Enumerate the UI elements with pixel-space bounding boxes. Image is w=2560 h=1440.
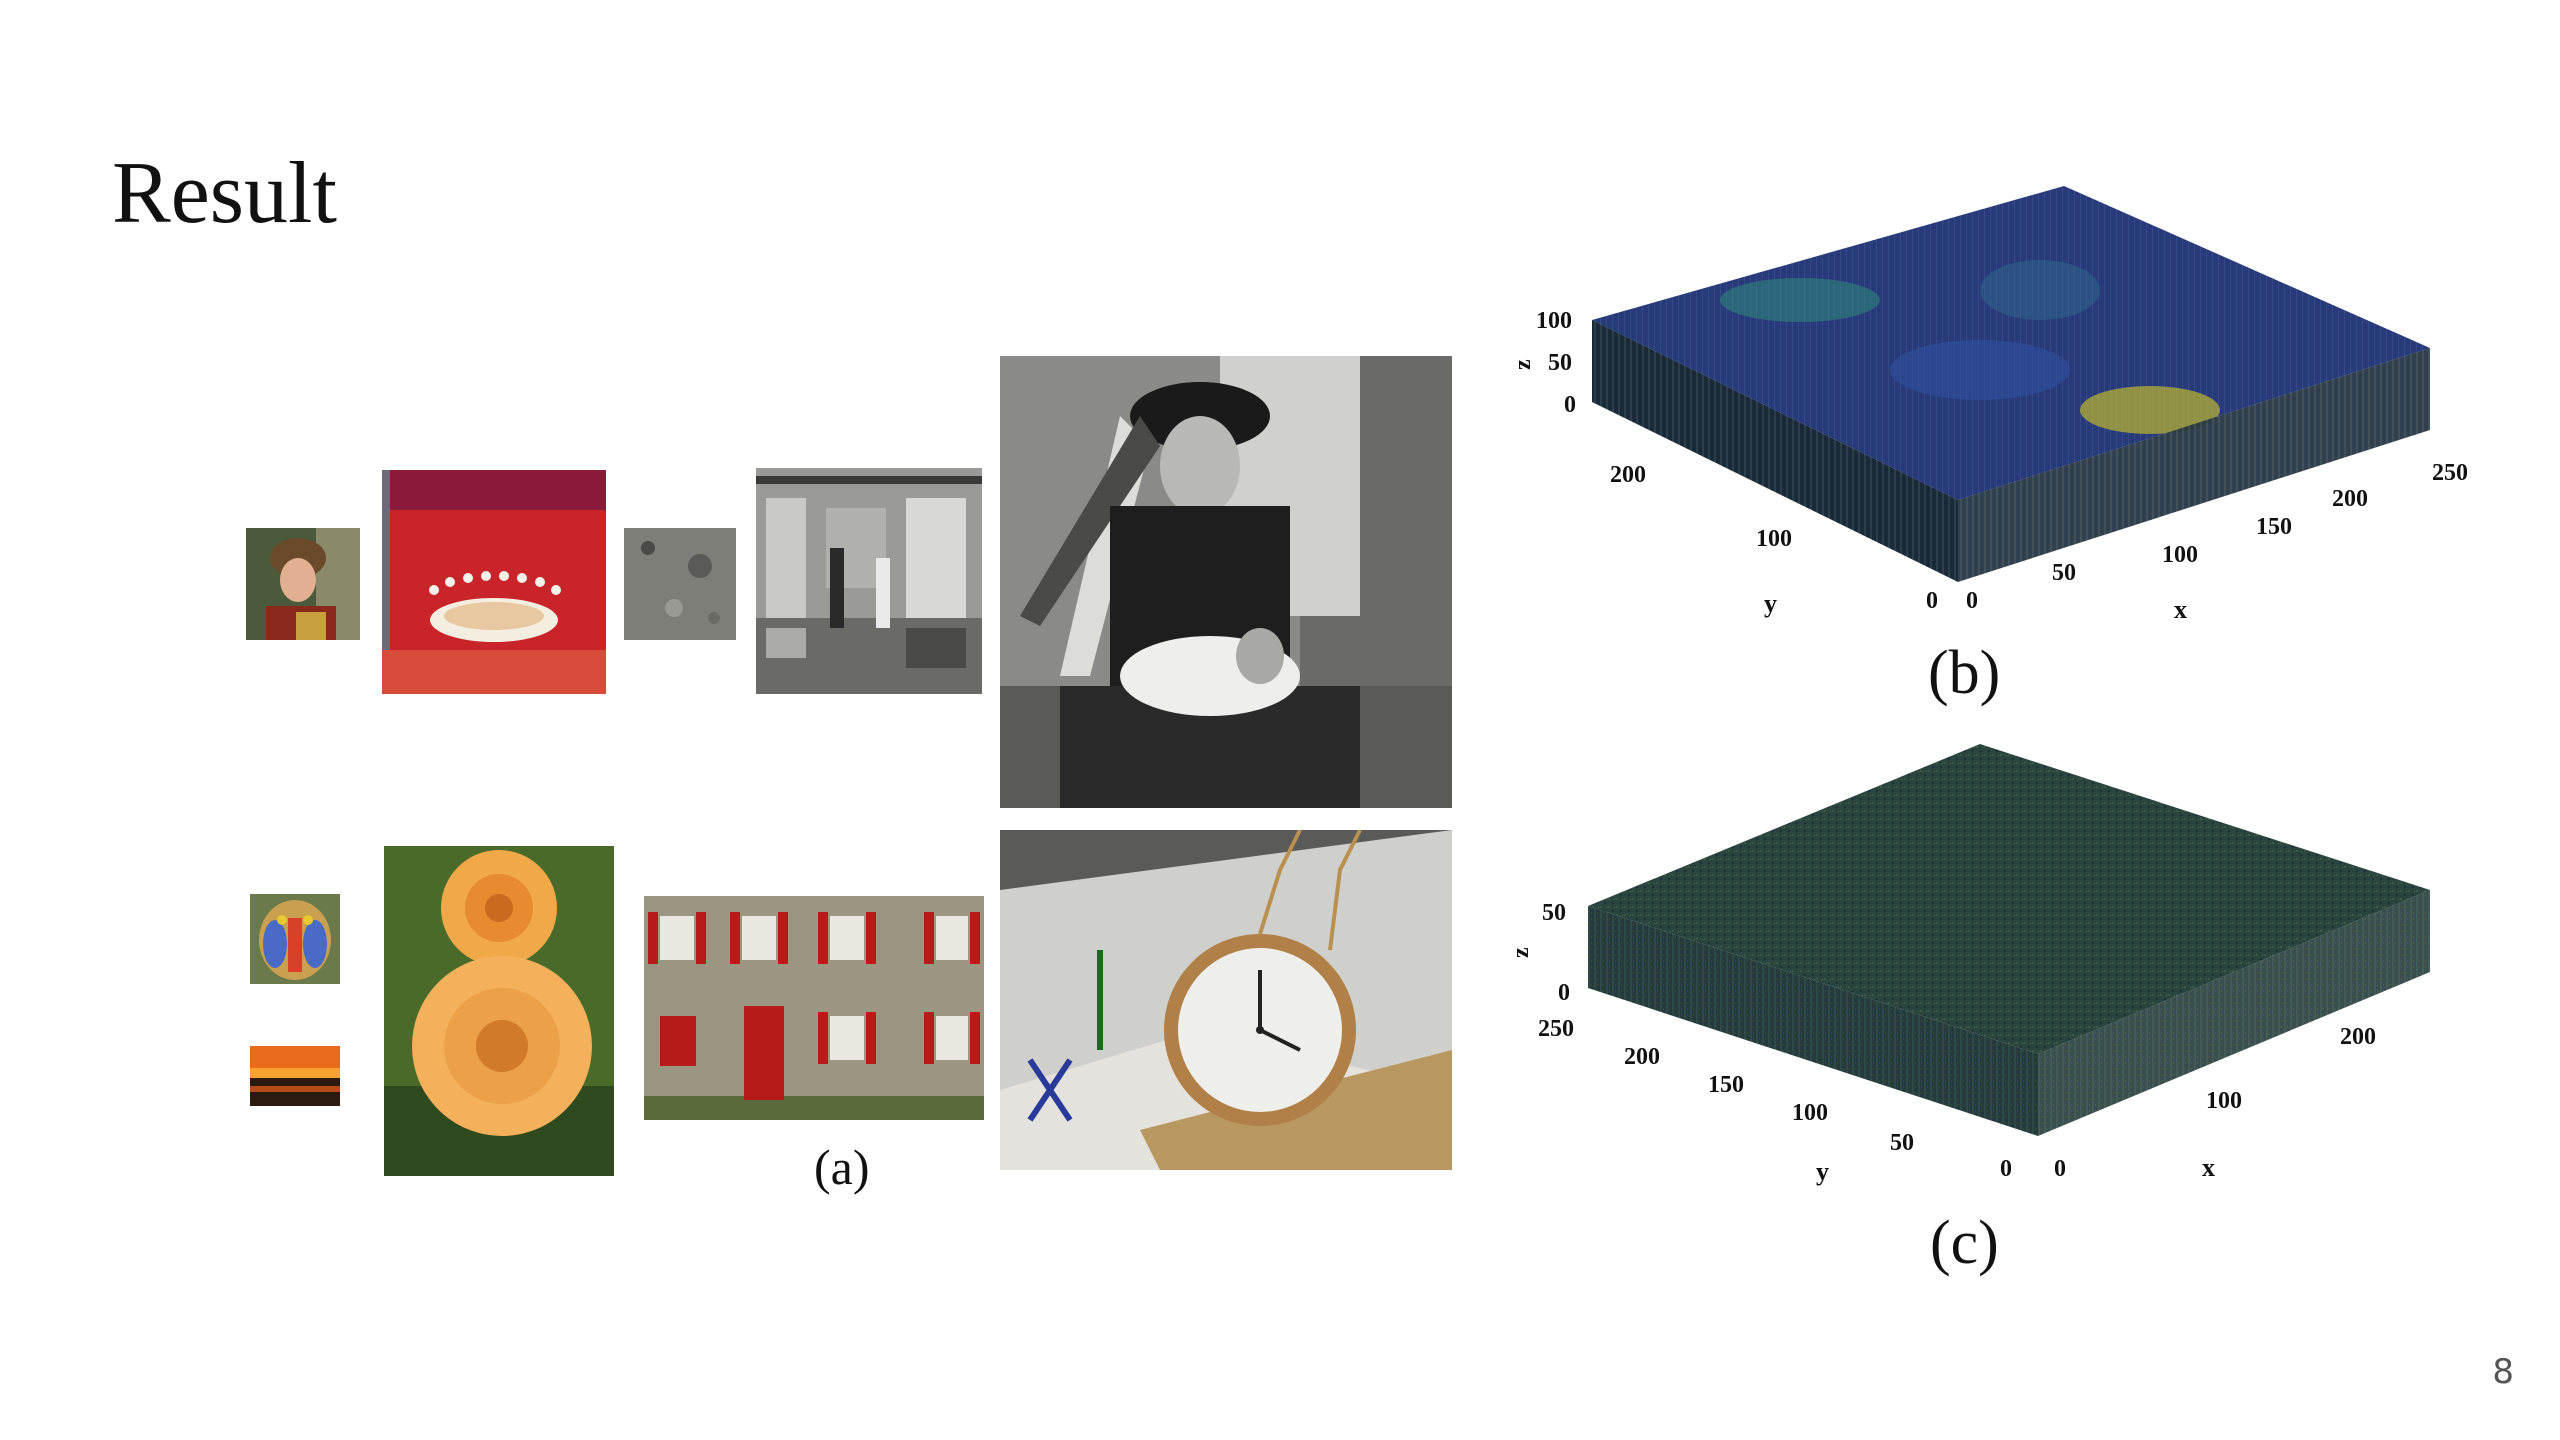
panel-c-z-label: z — [1508, 947, 1534, 958]
panel-b-caption: (b) — [1928, 639, 2001, 707]
panel-c-y-tick: 0 — [2000, 1156, 2012, 1182]
panel-c-z-tick: 0 — [1558, 980, 1570, 1006]
girl-portrait-image — [246, 528, 360, 640]
panel-b-x-tick: 200 — [2332, 486, 2368, 512]
panel-c-y-tick: 250 — [1538, 1016, 1574, 1042]
panel-b-y-tick: 0 — [1926, 588, 1938, 614]
man-with-feathers-image — [1000, 356, 1452, 808]
panel-c-right-face — [2038, 890, 2430, 1136]
moon-surface-image — [624, 528, 736, 640]
panel-b-z-tick: 100 — [1536, 308, 1572, 334]
panel-b-x-tick: 250 — [2432, 460, 2468, 486]
panel-c-left-face — [1588, 906, 2038, 1136]
living-room-image — [756, 468, 982, 694]
panel-c-z-tick: 50 — [1542, 900, 1566, 926]
panel-b-right-face — [1958, 348, 2430, 582]
panel-c-x-tick: 200 — [2340, 1024, 2376, 1050]
panel-c-y-tick: 100 — [1792, 1100, 1828, 1126]
panel-b-y-tick: 100 — [1756, 526, 1792, 552]
panel-c-y-label: y — [1816, 1157, 1829, 1186]
panel-a-caption: (a) — [814, 1139, 870, 1195]
panel-c-y-tick: 150 — [1708, 1072, 1744, 1098]
panel-b-plot: z 100 50 0 200 100 0 y 0 50 100 150 200 … — [1480, 170, 2520, 730]
sunset-image — [250, 1046, 340, 1106]
panel-c-y-tick: 200 — [1624, 1044, 1660, 1070]
panel-c-x-label: x — [2202, 1153, 2215, 1182]
panel-b-x-label: x — [2174, 595, 2187, 624]
panel-b-z-tick: 50 — [1548, 350, 1572, 376]
panel-b-z-tick: 0 — [1564, 392, 1576, 418]
pocket-watch-image — [1000, 830, 1452, 1170]
milk-drop-image — [382, 470, 606, 694]
panel-b-z-label: z — [1510, 359, 1536, 370]
mandrill-image — [250, 894, 340, 984]
panel-b-left-face — [1592, 320, 1958, 582]
panel-c-y-tick: 50 — [1890, 1130, 1914, 1156]
slide-title: Result — [112, 145, 337, 242]
house-facade-image — [644, 896, 984, 1120]
panel-b-x-tick: 0 — [1966, 588, 1978, 614]
page-number: 8 — [2492, 1352, 2514, 1392]
panel-c-x-tick: 0 — [2054, 1156, 2066, 1182]
panel-b-y-tick: 200 — [1610, 462, 1646, 488]
panel-b-x-tick: 150 — [2256, 514, 2292, 540]
panel-c-x-tick: 100 — [2206, 1088, 2242, 1114]
panel-b-x-tick: 50 — [2052, 560, 2076, 586]
panel-b-y-label: y — [1764, 589, 1777, 618]
panel-c-top-face — [1588, 744, 2430, 1054]
panel-c-plot: z 50 0 250 200 150 100 50 0 y 0 100 200 … — [1480, 730, 2520, 1200]
roses-image — [384, 846, 614, 1176]
panel-c-caption: (c) — [1930, 1209, 1999, 1277]
panel-b-x-tick: 100 — [2162, 542, 2198, 568]
